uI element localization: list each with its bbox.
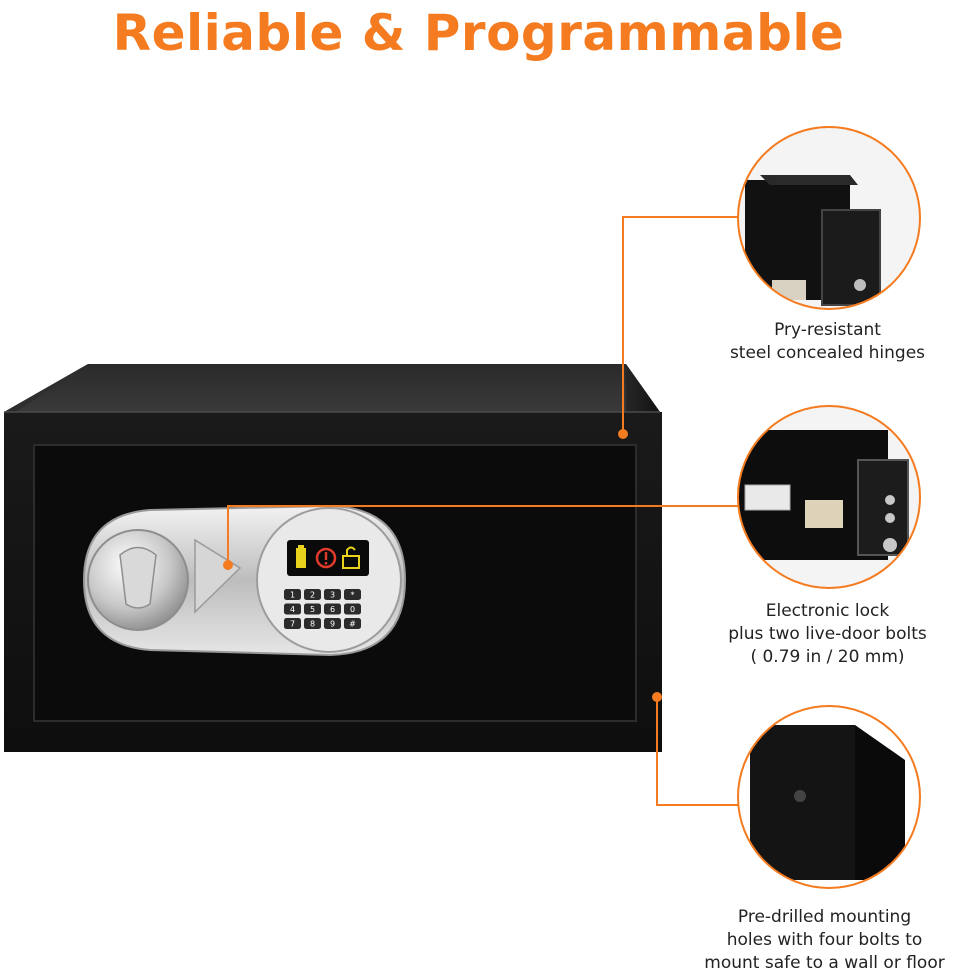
keypad-key (284, 618, 301, 629)
callout-dots (223, 429, 662, 702)
keypad-key-label: 5 (310, 605, 315, 614)
caption-line: mount safe to a wall or floor (704, 953, 945, 973)
keypad-key (284, 603, 301, 615)
detail-photo-mounting (737, 705, 921, 889)
keypad-key (344, 589, 361, 600)
keypad-key-label: 0 (350, 605, 355, 614)
caption-line: ( 0.79 in / 20 mm) (750, 647, 905, 667)
caption-line: holes with four bolts to (726, 930, 923, 950)
keypad-key-label: 1 (290, 591, 295, 600)
caption-lock: Electronic lock plus two live-door bolts… (700, 600, 955, 669)
detail-photo-bolts (737, 405, 921, 589)
keypad-key-label: # (349, 620, 356, 629)
detail-photo-hinges (737, 126, 921, 310)
keypad-key (304, 589, 321, 600)
caption-line: steel concealed hinges (729, 343, 926, 363)
keypad-key-label: 8 (310, 620, 315, 629)
electronic-lock-panel: 1 2 3 * 4 5 6 0 7 8 9 # (82, 504, 407, 657)
callout-connectors (227, 216, 738, 806)
keypad-key (324, 603, 341, 615)
battery-icon (296, 548, 306, 568)
caption-line: plus two live-door bolts (728, 624, 927, 644)
keypad-key (344, 618, 361, 629)
keypad-key (324, 618, 341, 629)
keypad-key-label: 4 (290, 605, 295, 614)
caption-mounting: Pre-drilled mounting holes with four bol… (692, 906, 957, 975)
headline: Reliable & Programmable (112, 4, 845, 62)
caption-line: Pry-resistant (774, 320, 881, 340)
alert-icon (315, 547, 337, 569)
keypad-key-label: 9 (330, 620, 335, 629)
unlock-icon (342, 546, 360, 569)
keypad-key (304, 603, 321, 615)
keypad-key-label: 2 (310, 591, 315, 600)
caption-hinges: Pry-resistant steel concealed hinges (700, 319, 955, 365)
keypad-key (324, 589, 341, 600)
keypad-key (304, 618, 321, 629)
keypad-key-label: 7 (290, 620, 295, 629)
keypad-key-label: 6 (330, 605, 335, 614)
keypad: 1 2 3 * 4 5 6 0 7 8 9 # (284, 589, 361, 629)
keypad-key (344, 603, 361, 615)
keypad-key-label: * (351, 591, 355, 600)
caption-line: Pre-drilled mounting (737, 907, 912, 927)
keypad-key-label: 3 (330, 591, 335, 600)
keypad-key (284, 589, 301, 600)
caption-line: Electronic lock (765, 601, 890, 621)
